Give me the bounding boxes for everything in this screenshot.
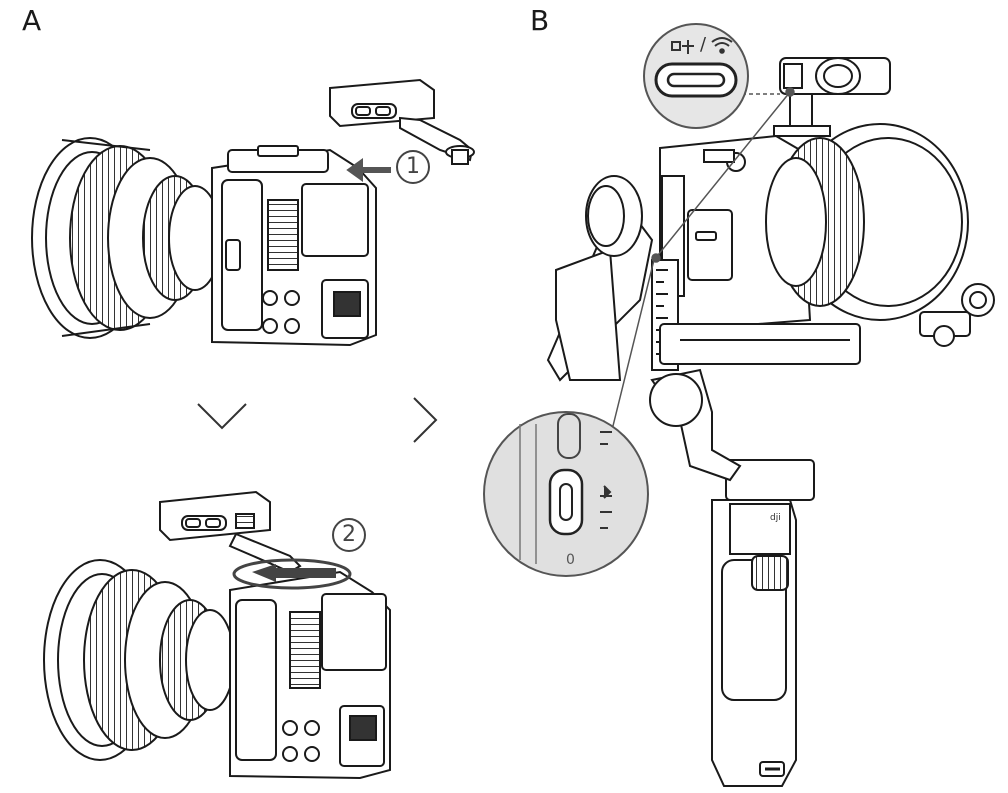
step-number-1: 1 [396, 150, 430, 184]
chevron-down-icon [197, 403, 247, 430]
panel-label-a: A [22, 4, 42, 37]
camera-top-left [31, 137, 377, 347]
port-icon-separator: / [700, 34, 707, 55]
slide-arrow [346, 158, 391, 182]
port-zoom-callout [643, 23, 749, 129]
callout-leaders [599, 87, 795, 471]
svg-text:dji: dji [770, 513, 781, 523]
video-transmitter-bottom [159, 490, 302, 574]
rotate-arrow [232, 558, 352, 590]
video-transmitter-top [329, 78, 475, 165]
panel-label-b: B [530, 4, 550, 37]
step-number-2: 2 [332, 518, 366, 552]
side-port-zoom-callout [483, 411, 649, 577]
chevron-right-icon [413, 397, 438, 443]
scale-zero-mark: 0 [566, 552, 575, 568]
camera-bottom-left [43, 559, 391, 780]
gimbal-assembly: dji [546, 57, 995, 787]
dji-link-icon [671, 40, 694, 54]
wifi-icon [711, 37, 733, 54]
